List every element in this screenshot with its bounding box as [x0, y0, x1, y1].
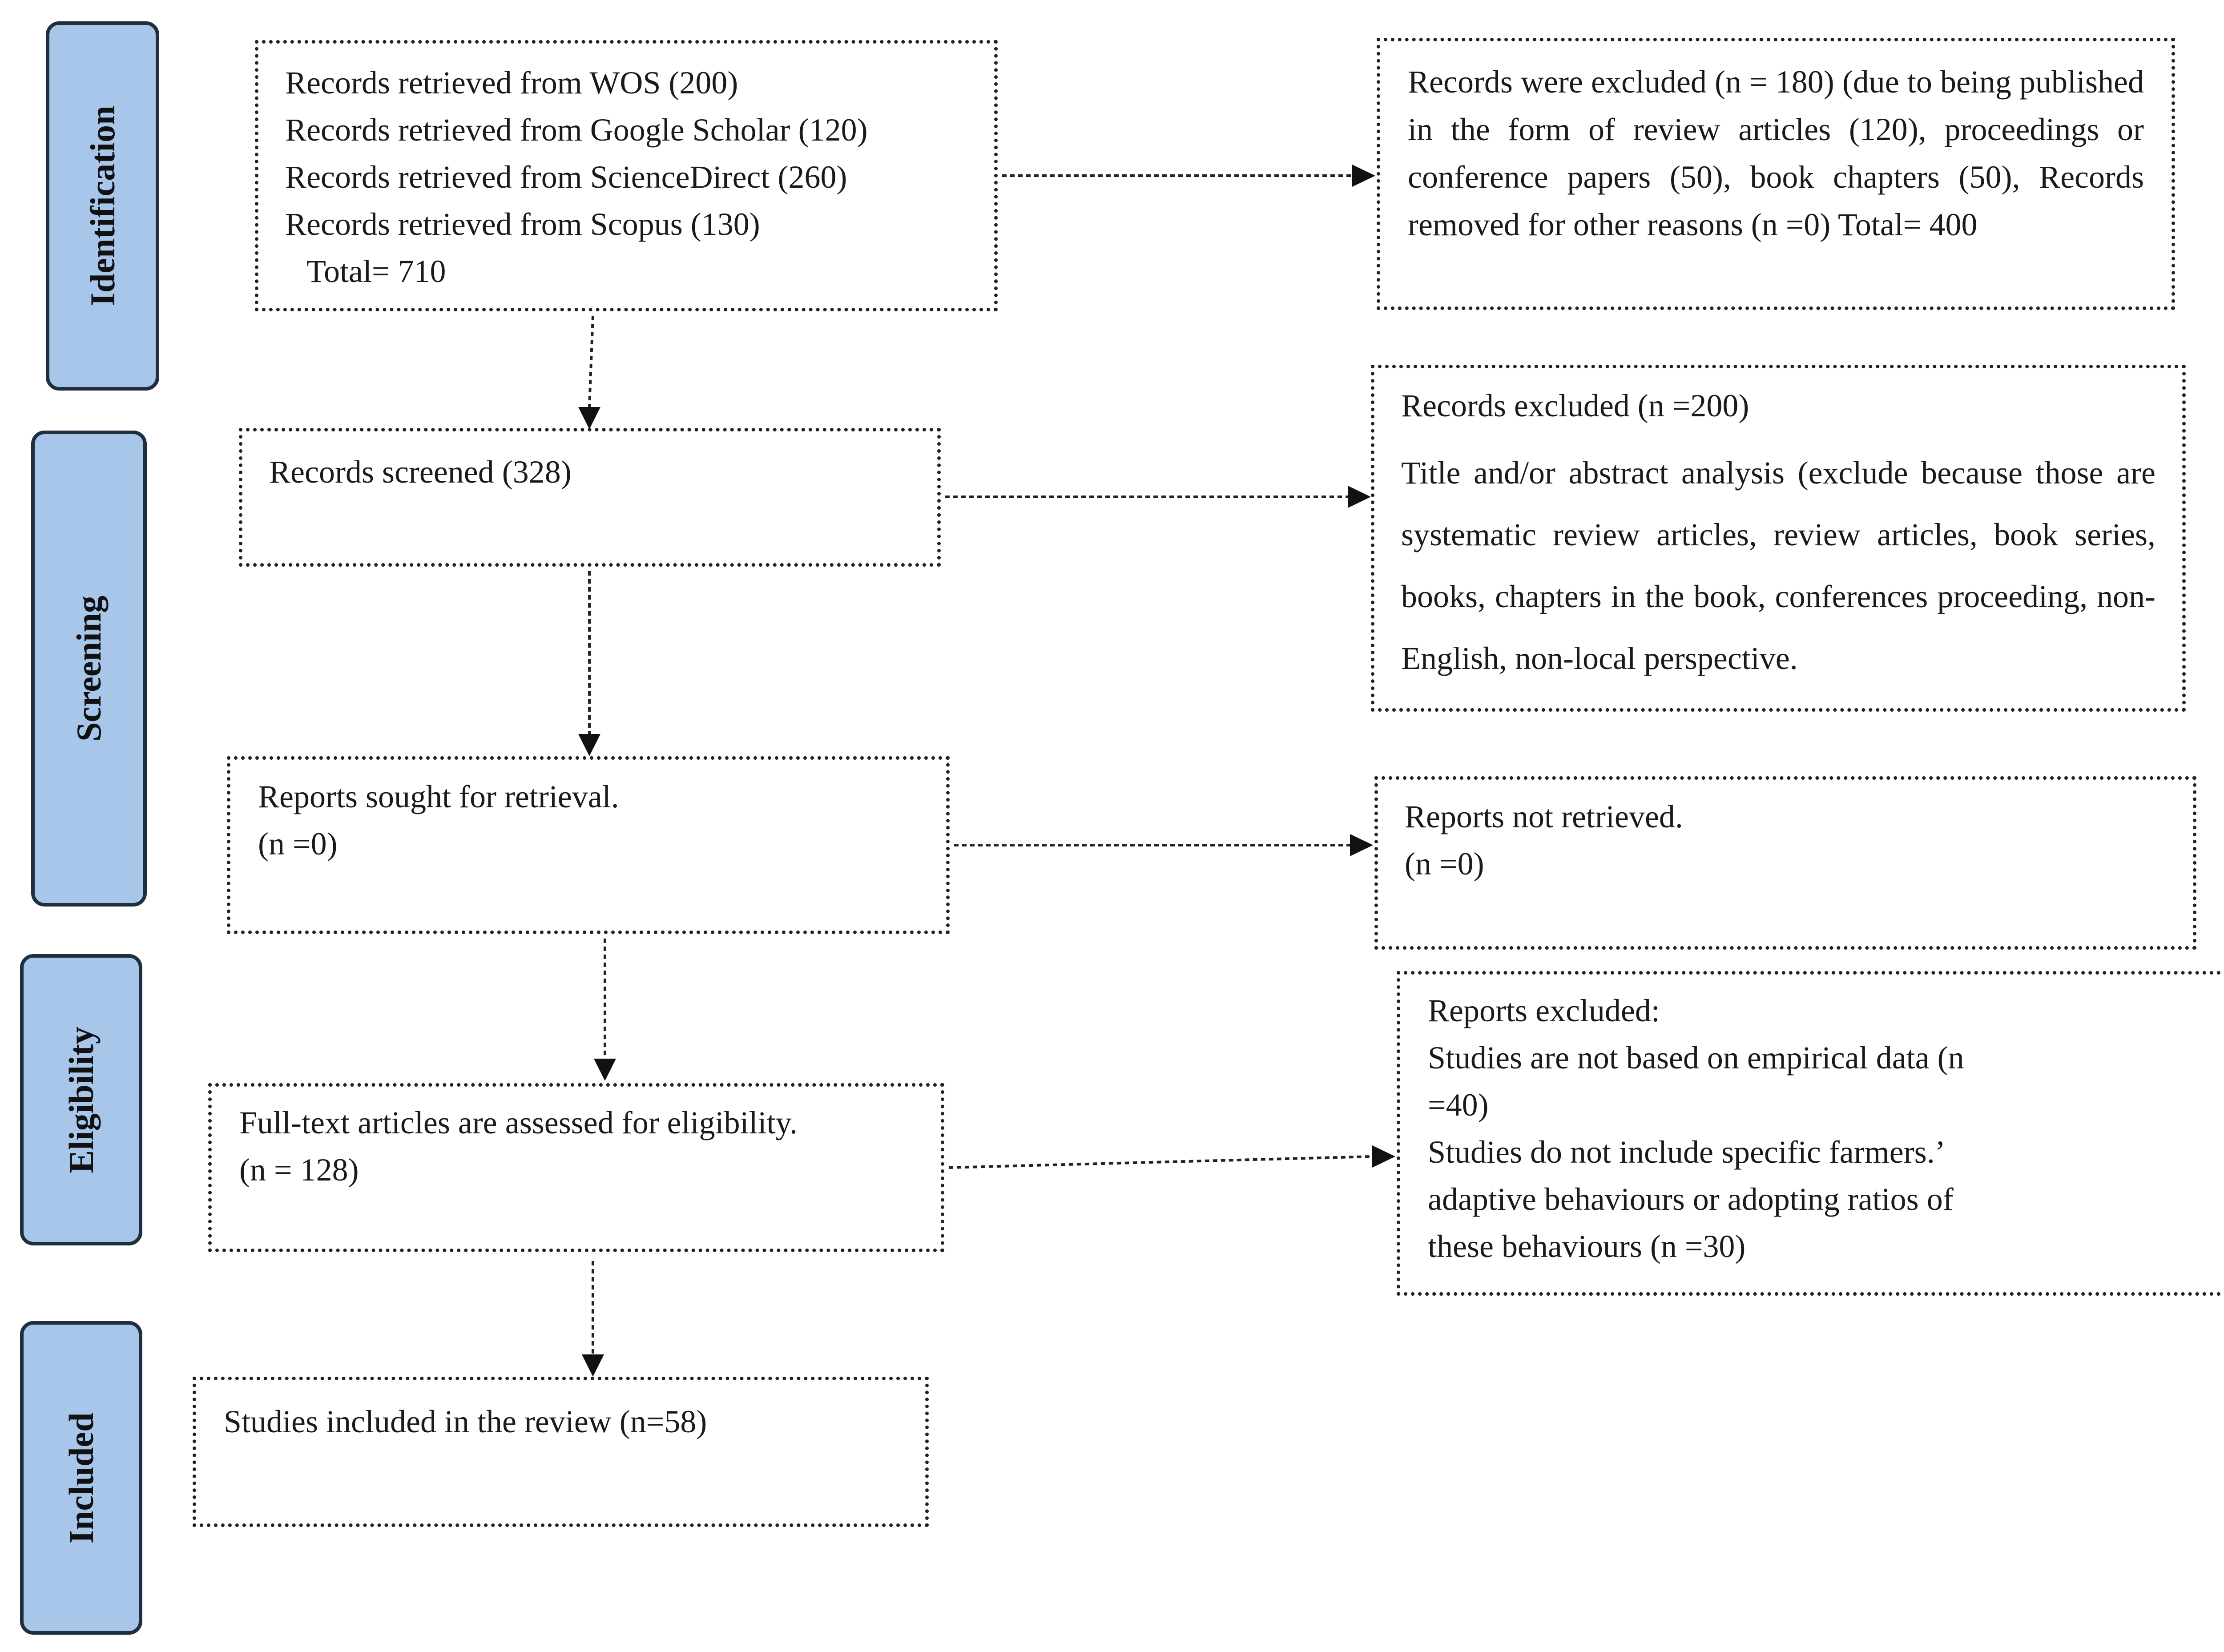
excluded-eligibility-line-1: Studies are not based on empirical data … — [1428, 1040, 1964, 1076]
arrowhead-down-1 — [578, 407, 600, 429]
arrowhead-right-3 — [1350, 834, 1373, 856]
excluded-eligibility-heading: Reports excluded: — [1428, 993, 1660, 1028]
arrowhead-down-3 — [594, 1059, 616, 1081]
reports-not-retrieved-count: (n =0) — [1405, 846, 1484, 882]
studies-included-text: Studies included in the review (n=58) — [224, 1404, 707, 1439]
arrowhead-right-2 — [1348, 486, 1371, 508]
records-screened-text: Records screened (328) — [269, 454, 572, 490]
excluded-eligibility-line-4: adaptive behaviours or adopting ratios o… — [1428, 1181, 1954, 1217]
records-sciencedirect: Records retrieved from ScienceDirect (26… — [285, 159, 847, 195]
arrowhead-down-2 — [578, 734, 600, 756]
excluded-identification-text: Records were excluded (n = 180) (due to … — [1408, 64, 2144, 242]
excluded-screening-heading: Records excluded (n =200) — [1401, 388, 1749, 423]
records-scopus: Records retrieved from Scopus (130) — [285, 206, 760, 242]
records-total: Total= 710 — [306, 254, 446, 289]
excluded-screening-text: Title and/or abstract analysis (exclude … — [1401, 455, 2156, 676]
reports-sought-box: Reports sought for retrieval. (n =0) — [227, 756, 950, 934]
phase-included: Included — [20, 1321, 142, 1635]
phase-eligibility: Eligibility — [20, 954, 142, 1245]
reports-not-retrieved-text: Reports not retrieved. — [1405, 799, 1683, 834]
reports-sought-count: (n =0) — [258, 826, 338, 862]
arrow-identification-to-screened — [588, 315, 594, 407]
reports-sought-text: Reports sought for retrieval. — [258, 779, 619, 814]
arrow-eligibility-to-excluded — [948, 1155, 1373, 1169]
identification-records-box: Records retrieved from WOS (200) Records… — [255, 40, 998, 311]
records-google-scholar: Records retrieved from Google Scholar (1… — [285, 112, 868, 148]
arrowhead-right-4 — [1372, 1145, 1395, 1168]
excluded-eligibility-box: Reports excluded: Studies are not based … — [1397, 971, 2224, 1296]
studies-included-box: Studies included in the review (n=58) — [193, 1377, 929, 1527]
eligibility-count: (n = 128) — [239, 1152, 359, 1188]
excluded-eligibility-line-2: =40) — [1428, 1087, 1489, 1123]
phase-identification: Identification — [46, 21, 159, 391]
eligibility-assessment-box: Full-text articles are assessed for elig… — [208, 1083, 944, 1252]
excluded-identification-box: Records were excluded (n = 180) (due to … — [1377, 38, 2175, 310]
excluded-eligibility-line-3: Studies do not include specific farmers.… — [1428, 1134, 1946, 1170]
records-screened-box: Records screened (328) — [239, 428, 941, 567]
arrowhead-down-4 — [582, 1354, 604, 1377]
arrowhead-right-1 — [1352, 165, 1375, 187]
records-wos: Records retrieved from WOS (200) — [285, 65, 738, 101]
excluded-eligibility-line-5: these behaviours (n =30) — [1428, 1229, 1746, 1264]
phase-screening: Screening — [31, 431, 147, 907]
reports-not-retrieved-box: Reports not retrieved. (n =0) — [1374, 776, 2196, 950]
excluded-screening-box: Records excluded (n =200) Title and/or a… — [1371, 365, 2186, 712]
eligibility-text: Full-text articles are assessed for elig… — [239, 1105, 798, 1140]
